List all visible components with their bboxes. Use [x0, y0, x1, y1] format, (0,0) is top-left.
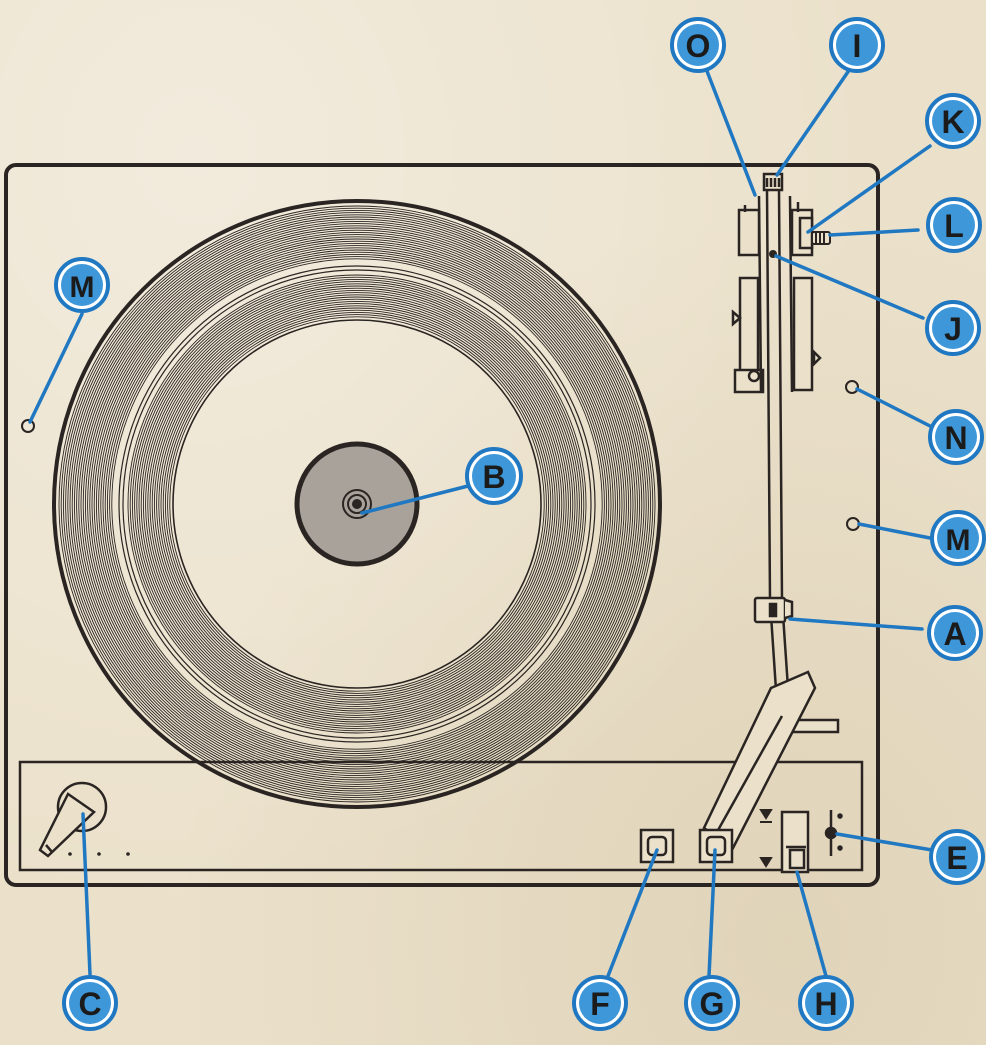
callout-n: N	[930, 411, 982, 463]
callout-b: B	[467, 449, 521, 503]
callout-m-right: M	[932, 512, 984, 564]
start-button[interactable]	[641, 830, 673, 862]
callout-j: J	[927, 302, 979, 354]
callout-l: L	[928, 199, 980, 251]
svg-text:M: M	[70, 271, 95, 304]
callout-f: F	[574, 977, 626, 1029]
svg-text:C: C	[78, 986, 101, 1022]
tonearm[interactable]	[759, 190, 838, 732]
cue-lever[interactable]	[782, 812, 808, 872]
callout-g: G	[686, 977, 738, 1029]
svg-text:B: B	[482, 459, 505, 495]
svg-text:M: M	[946, 524, 971, 557]
svg-text:L: L	[944, 208, 964, 244]
mounting-hole-right	[847, 518, 859, 530]
tonearm-clip[interactable]	[755, 598, 792, 622]
speed-selector-knob[interactable]	[40, 783, 106, 856]
spindle[interactable]	[352, 499, 362, 509]
callout-h: H	[800, 977, 852, 1029]
svg-text:K: K	[941, 104, 964, 140]
speed-dots	[68, 852, 130, 856]
svg-text:H: H	[814, 986, 837, 1022]
svg-text:G: G	[700, 986, 725, 1022]
svg-text:J: J	[944, 311, 962, 347]
mounting-hole-n	[846, 381, 858, 393]
svg-text:F: F	[590, 986, 610, 1022]
callout-e: E	[931, 831, 983, 883]
callout-k: K	[927, 95, 979, 147]
mounting-hole-left	[22, 420, 34, 432]
anti-skate-knob[interactable]	[812, 232, 830, 244]
svg-text:I: I	[853, 28, 862, 64]
callout-o: O	[672, 19, 724, 71]
tonearm-base	[733, 174, 820, 392]
svg-text:E: E	[946, 840, 967, 876]
callout-m-left: M	[56, 259, 108, 311]
svg-text:O: O	[686, 28, 711, 64]
svg-text:A: A	[943, 616, 966, 652]
callout-i: I	[831, 19, 883, 71]
cue-lever-markers	[760, 810, 772, 870]
callout-c: C	[64, 977, 116, 1029]
svg-text:N: N	[944, 420, 967, 456]
callout-a: A	[929, 607, 981, 659]
